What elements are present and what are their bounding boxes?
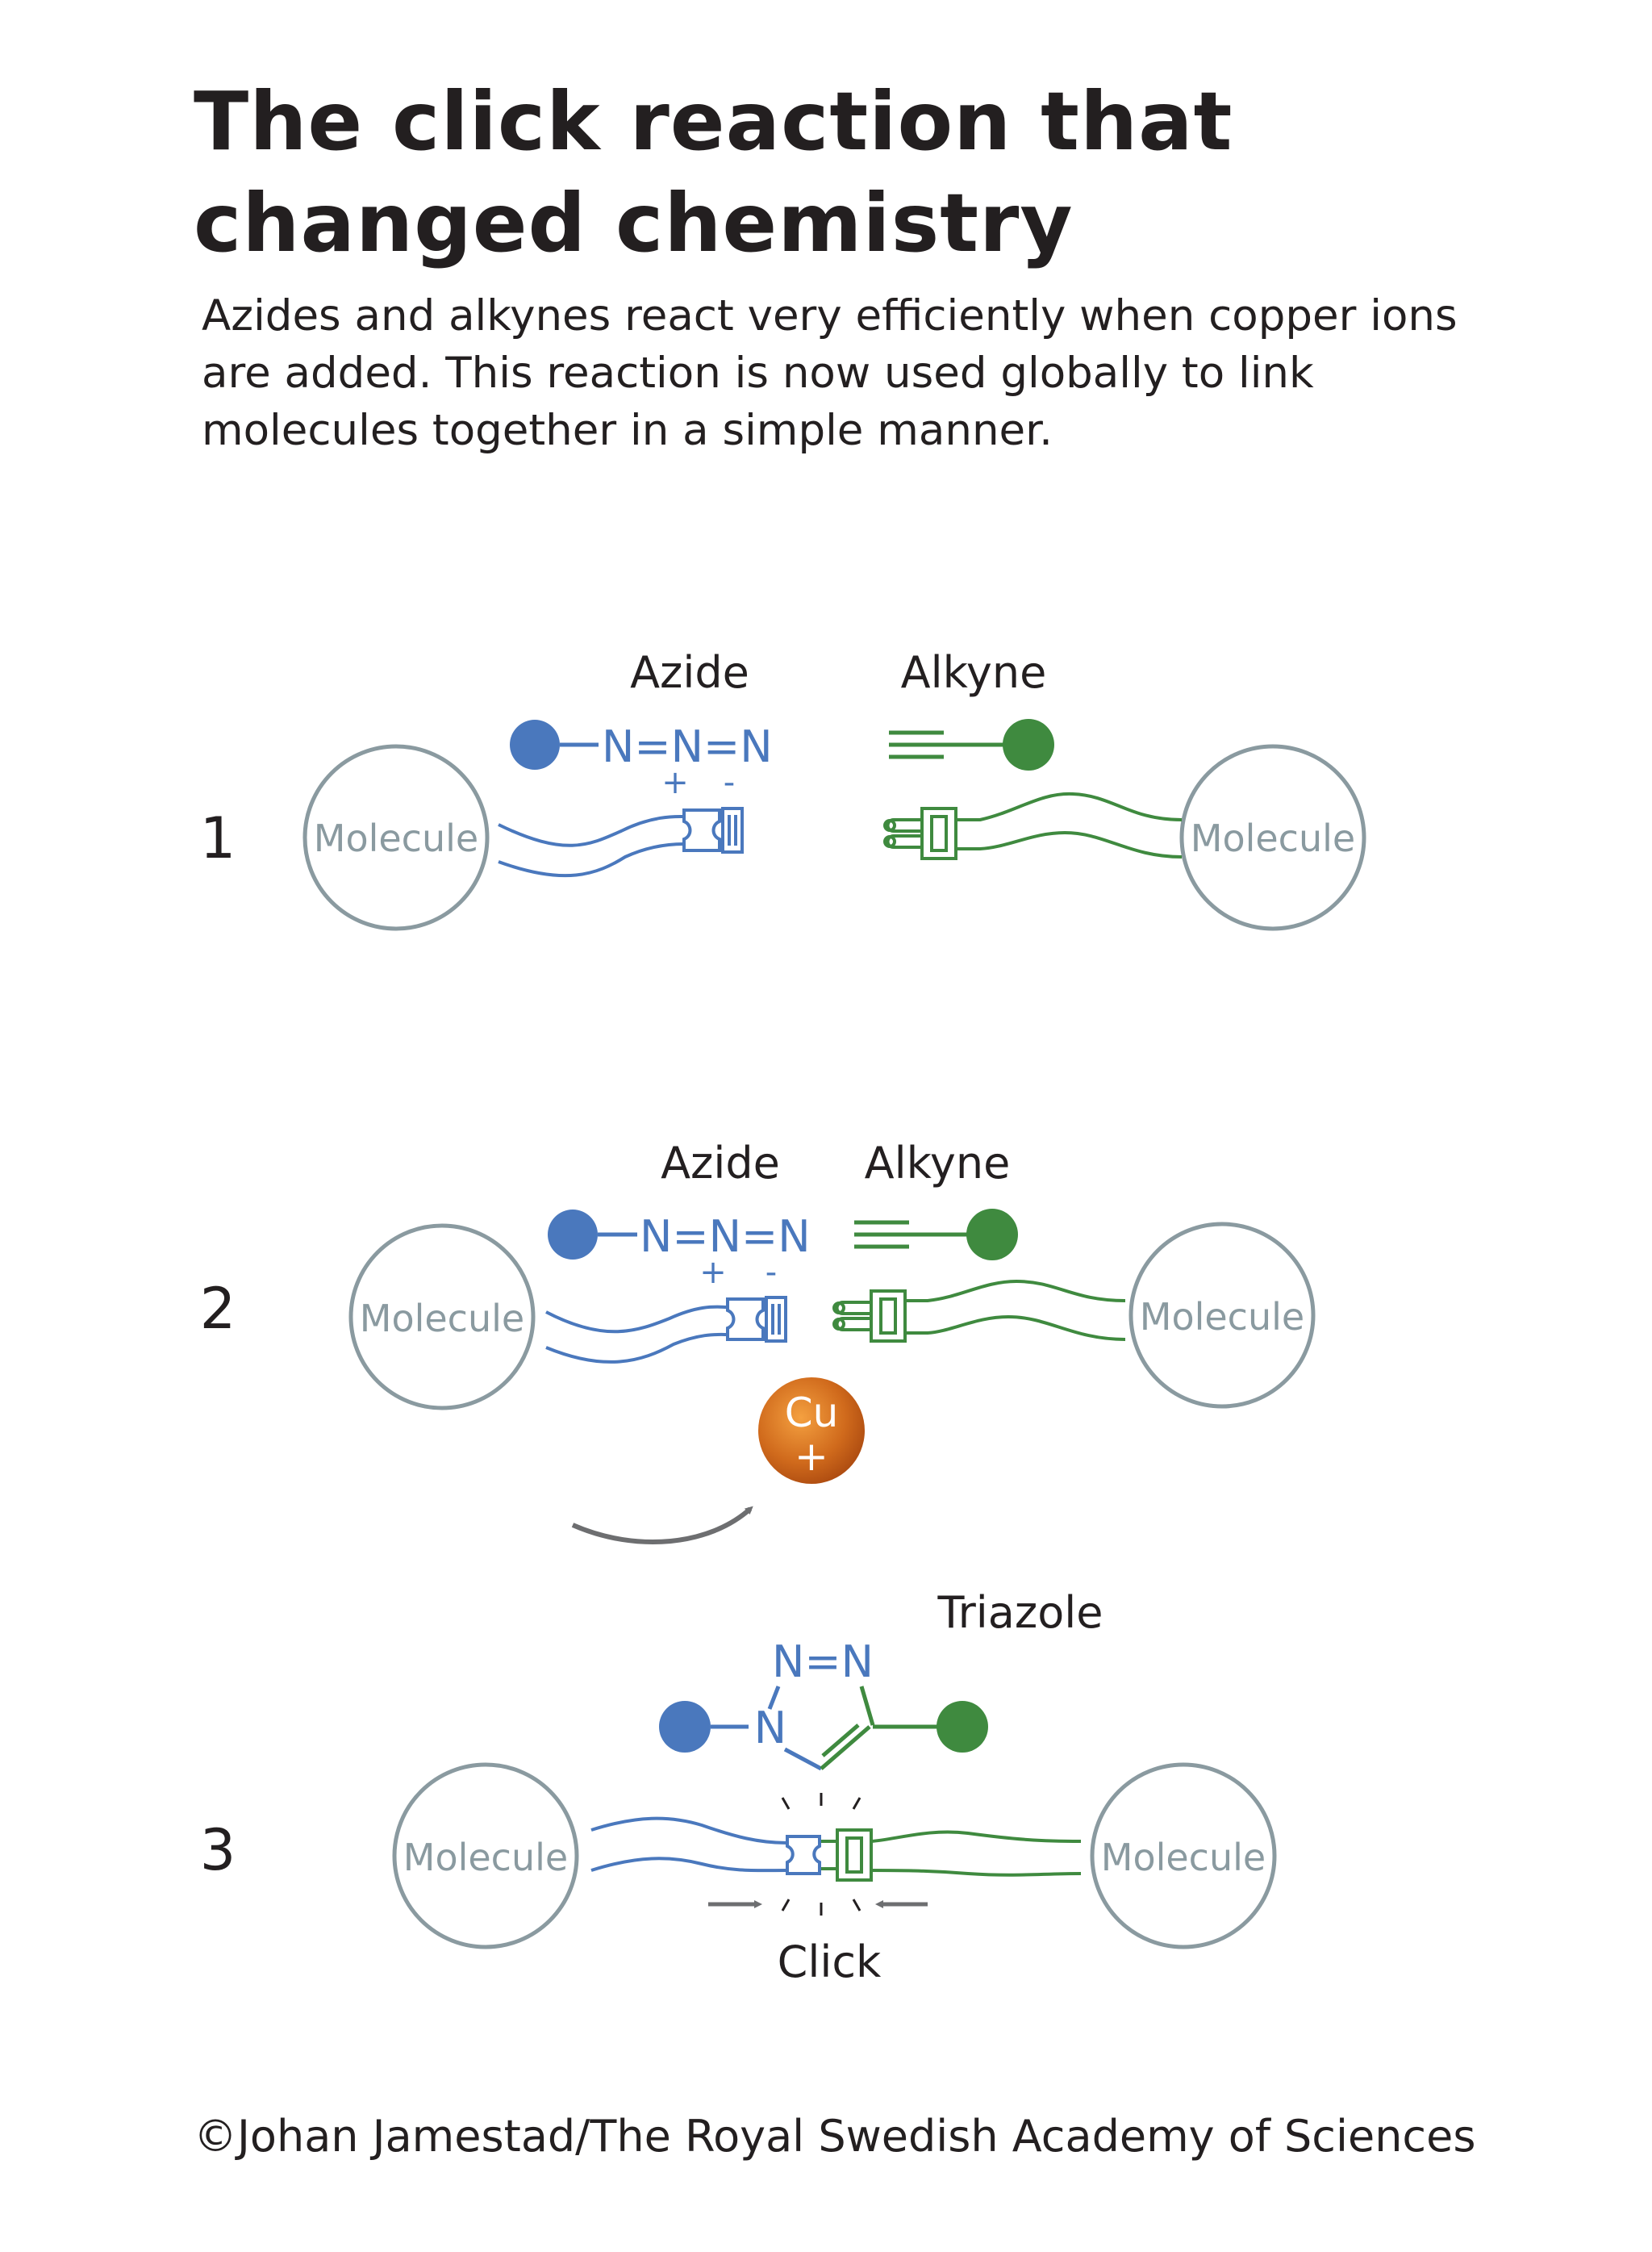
alkyne-tether-2 — [905, 1279, 1126, 1341]
buckle-male-2 — [832, 1289, 907, 1343]
azide-tether-2 — [545, 1305, 728, 1364]
buckle-male-3 — [821, 1828, 873, 1882]
subtitle-line-3: molecules together in a simple manner. — [202, 406, 1053, 455]
title-line-1: The click reaction that — [194, 74, 1233, 169]
molecule-label: Molecule — [314, 817, 478, 860]
copper-ion: Cu + — [758, 1377, 865, 1484]
azide-group-2: N=N=N + - — [548, 1210, 811, 1291]
charge-plus-1: + — [661, 764, 689, 801]
molecule-label: Molecule — [403, 1836, 568, 1879]
buckle-female-1 — [682, 807, 744, 854]
click-burst — [781, 1793, 861, 1916]
title-line-2: changed chemistry — [194, 176, 1074, 270]
molecule-label: Molecule — [360, 1297, 524, 1340]
ring-top-nitrogens: N=N — [772, 1636, 874, 1687]
azide-formula-2: N=N=N — [640, 1211, 811, 1262]
buckle-male-1 — [883, 807, 957, 860]
molecule-label: Molecule — [1101, 1836, 1266, 1879]
azide-tether-3 — [590, 1816, 788, 1873]
azide-atom — [548, 1210, 598, 1260]
azide-atom — [659, 1701, 711, 1753]
subtitle-line-2: are added. This reaction is now used glo… — [202, 349, 1314, 398]
molecule-left-2: Molecule — [348, 1223, 536, 1410]
azide-tether-1 — [498, 814, 685, 878]
alkyne-tether-3 — [870, 1830, 1082, 1877]
alkyne-tether-1 — [956, 792, 1183, 859]
alkyne-group-1 — [889, 719, 1054, 771]
azide-formula-1: N=N=N — [602, 721, 773, 772]
image-credit: ©Johan Jamestad/The Royal Swedish Academ… — [194, 2111, 1476, 2162]
copper-symbol: Cu — [785, 1389, 839, 1436]
copper-addition-arrow — [571, 1506, 753, 1544]
alkyne-atom — [966, 1209, 1018, 1260]
click-label: Click — [778, 1937, 882, 1987]
step-number-1: 1 — [200, 805, 236, 871]
subtitle-line-1: Azides and alkynes react very efficientl… — [202, 291, 1458, 341]
buckle-female-2 — [726, 1296, 787, 1343]
alkyne-atom — [1003, 719, 1054, 771]
alkyne-label-2: Alkyne — [865, 1138, 1011, 1189]
molecule-right-2: Molecule — [1128, 1222, 1316, 1409]
azide-group-1: N=N=N + - — [510, 720, 773, 801]
ring-nitrogen: N — [754, 1703, 786, 1753]
triazole-label: Triazole — [937, 1587, 1103, 1638]
molecule-label: Molecule — [1140, 1295, 1304, 1339]
page-title: The click reaction that changed chemistr… — [194, 71, 1484, 274]
alkyne-label-1: Alkyne — [901, 647, 1047, 698]
triazole-ring: N=N N — [659, 1636, 988, 1771]
charge-minus-1: - — [724, 764, 735, 801]
charge-plus-2: + — [699, 1254, 727, 1291]
molecule-label: Molecule — [1191, 817, 1355, 860]
step-number-2: 2 — [200, 1276, 236, 1342]
alkyne-atom — [937, 1701, 988, 1753]
molecule-right-3: Molecule — [1090, 1762, 1277, 1949]
molecule-left-3: Molecule — [392, 1762, 579, 1949]
azide-atom — [510, 720, 560, 770]
copper-charge: + — [795, 1433, 828, 1480]
page-subtitle: Azides and alkynes react very efficientl… — [202, 287, 1573, 459]
molecule-right-1: Molecule — [1179, 744, 1366, 931]
step-2: 2 Azide Alkyne N=N=N + - Molecule — [200, 1138, 1316, 1544]
step-3: 3 Triazole N=N N Molecule — [200, 1587, 1277, 1987]
step-1: 1 Azide Alkyne N=N=N + - Molecule — [200, 647, 1366, 931]
step-number-3: 3 — [200, 1817, 236, 1883]
charge-minus-2: - — [766, 1254, 777, 1291]
azide-label-2: Azide — [661, 1138, 780, 1189]
buckle-female-3 — [786, 1835, 821, 1875]
alkyne-group-2 — [854, 1209, 1018, 1260]
azide-label-1: Azide — [630, 647, 749, 698]
molecule-left-1: Molecule — [302, 744, 490, 931]
